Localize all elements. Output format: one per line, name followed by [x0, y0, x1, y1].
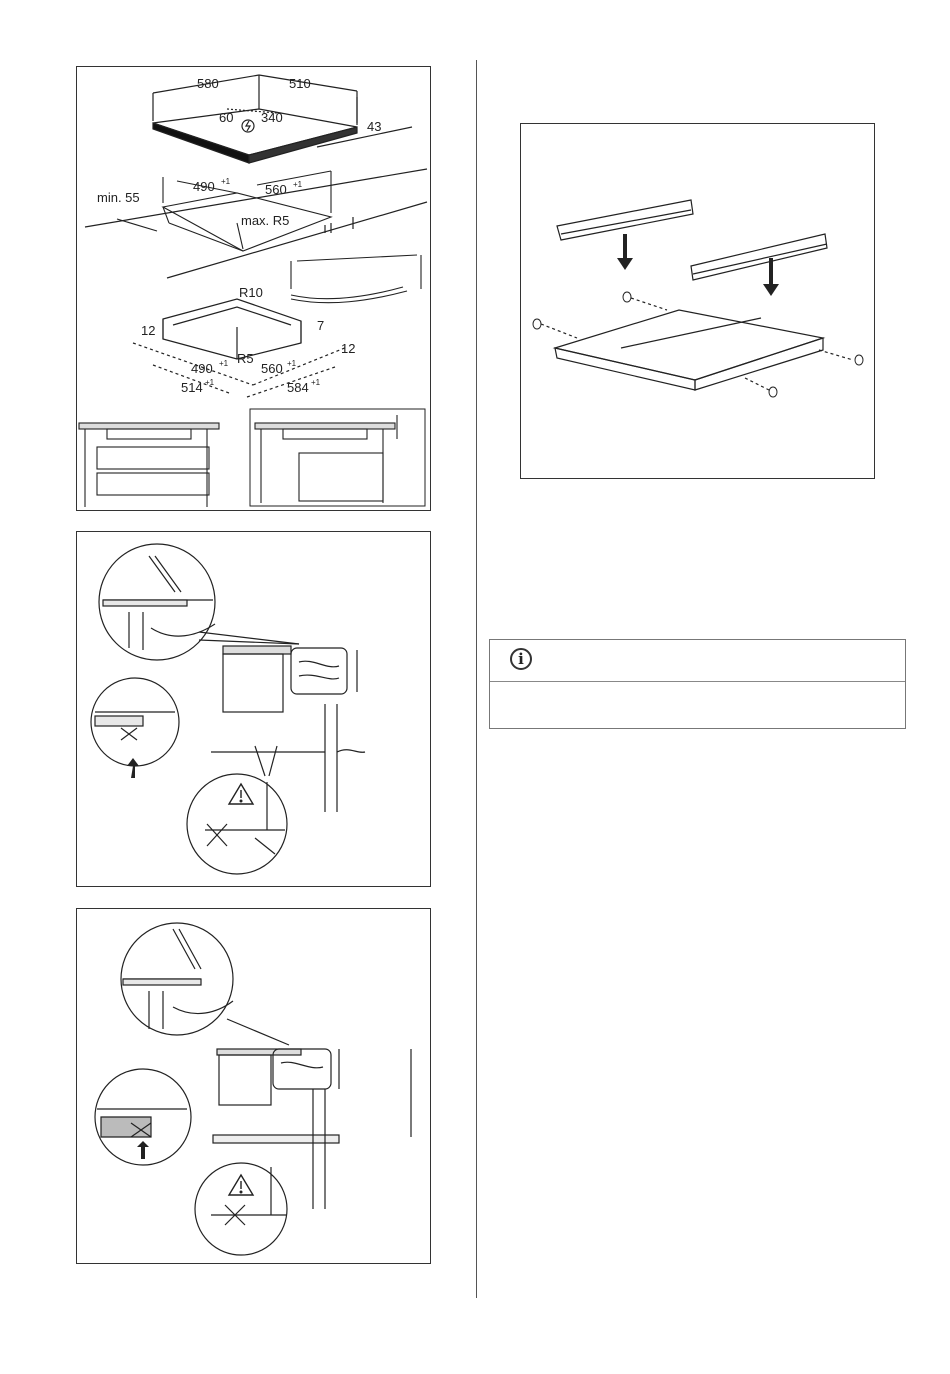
tol-2: +1 — [293, 180, 303, 189]
protection-box-figure — [520, 123, 875, 479]
tol-1: +1 — [221, 177, 231, 186]
dim-cut-depth: 490 — [193, 179, 215, 194]
tol-3: +1 — [219, 359, 229, 368]
dim-depth: 510 — [289, 76, 311, 91]
dim-conn-right: 340 — [261, 110, 283, 125]
tol-4: +1 — [287, 359, 297, 368]
column-divider — [476, 60, 477, 1298]
dim-r5: R5 — [237, 351, 254, 366]
dim-r10: R10 — [239, 285, 263, 300]
sealing-figure-1 — [76, 531, 431, 887]
dim-thickness: 43 — [367, 119, 381, 134]
dim-width: 580 — [197, 76, 219, 91]
dimensions-figure: 580 510 43 60 340 min. 55 490 +1 560 +1 … — [76, 66, 431, 511]
tol-5: +1 — [205, 378, 215, 387]
dim-frame-out-width: 584 — [287, 380, 309, 395]
dim-cut-width: 560 — [265, 182, 287, 197]
dim-frame-out-depth: 514 — [181, 380, 203, 395]
dim-12-left: 12 — [141, 323, 155, 338]
dim-frame-in-width: 560 — [261, 361, 283, 376]
info-icon: i — [510, 648, 532, 670]
dim-conn-left: 60 — [219, 110, 233, 125]
hob-drawing — [85, 75, 427, 278]
tol-6: +1 — [311, 378, 321, 387]
sealing-figure-2 — [76, 908, 431, 1264]
info-note-box: i — [489, 639, 906, 729]
dim-min-front: min. 55 — [97, 190, 140, 205]
dim-frame-in-depth: 490 — [191, 361, 213, 376]
dim-max-radius: max. R5 — [241, 213, 289, 228]
info-separator — [490, 681, 905, 682]
dim-7: 7 — [317, 318, 324, 333]
cable-drawing — [291, 255, 421, 303]
cabinet-drawer-subfigure — [79, 423, 219, 507]
dim-12-right: 12 — [341, 341, 355, 356]
